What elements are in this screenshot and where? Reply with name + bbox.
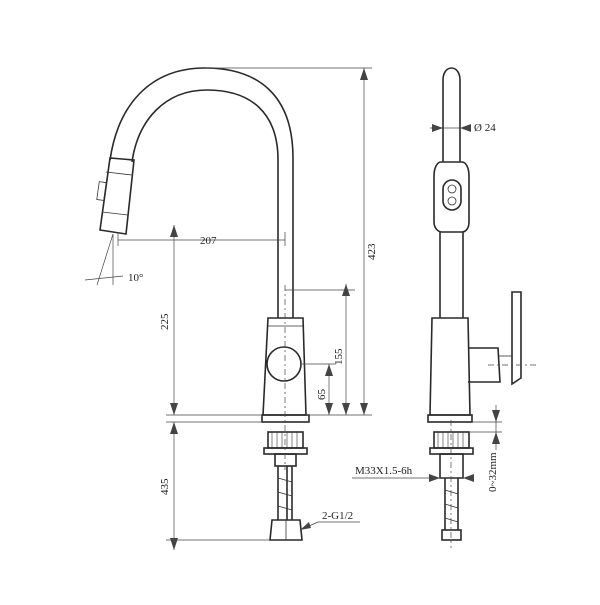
dim-155-label: 155 [333, 348, 345, 365]
spray-head-band [105, 171, 133, 176]
supply-hoses [277, 466, 293, 520]
dim-thread-label: M33X1.5-6h [355, 465, 413, 477]
dim-deck-arrow-bottom [492, 432, 500, 444]
side-handle-lever [468, 347, 501, 383]
side-spray-button [442, 179, 462, 211]
side-spout-tube [442, 67, 461, 162]
side-spray-button-dot-2 [447, 196, 457, 206]
dim-thread-arrow-right [463, 474, 474, 482]
spray-nozzle-line [84, 275, 124, 281]
deck-flange [261, 414, 310, 423]
dim-thread-arrow-left [429, 474, 440, 482]
side-spray-button-dot [447, 184, 457, 194]
dim-deck-label: 0~32mm [487, 452, 499, 492]
spray-angle-label: 10° [128, 272, 143, 284]
dim-423-label: 423 [366, 243, 378, 260]
inlet-leader-arrow [300, 522, 311, 530]
side-handle-stem [511, 291, 522, 386]
dim-diameter-arrow-right [460, 124, 471, 132]
side-dimensions: Ø 24 M33X1.5-6h 0~32mm [352, 122, 502, 492]
dim-155-arrow-bottom [342, 403, 350, 415]
dim-65-arrow-bottom [325, 403, 333, 415]
dim-225-arrow-bottom [170, 403, 178, 415]
side-nut-hatching [437, 432, 464, 448]
shank-thread [274, 453, 297, 467]
side-deck-flange [427, 414, 473, 423]
spray-head-band-2 [101, 211, 129, 216]
washer [263, 447, 308, 455]
side-hose-fitting [441, 529, 462, 541]
front-dimensions: 207 423 225 155 65 435 [117, 67, 378, 550]
handle-disc [266, 346, 302, 382]
dim-435-arrow-top [170, 422, 178, 434]
dim-423-arrow-top [360, 68, 368, 80]
side-washer [429, 447, 474, 455]
side-hoses [444, 478, 459, 530]
mounting-nut [267, 431, 304, 449]
dim-435-label: 435 [159, 478, 171, 495]
side-spray-head [433, 161, 470, 233]
dim-155-arrow-top [342, 284, 350, 296]
dim-diameter-arrow-left [432, 124, 443, 132]
mounting-nut-hatching [271, 432, 298, 448]
dim-207-label: 207 [200, 235, 217, 247]
hose-fittings [269, 519, 303, 541]
faucet-body [262, 317, 307, 416]
dim-225-label: 225 [159, 313, 171, 330]
dim-deck-arrow-top [492, 410, 500, 422]
side-shank [439, 453, 464, 479]
side-body [429, 317, 471, 416]
spray-head-button [96, 181, 107, 201]
dim-65-arrow-top [325, 364, 333, 376]
spout-inner-edge [131, 89, 279, 318]
dim-435-arrow-bottom [170, 538, 178, 550]
dim-423-arrow-bottom [360, 403, 368, 415]
spray-angle-line [96, 233, 114, 286]
front-view: 10° [84, 67, 310, 541]
side-mounting-nut [433, 431, 470, 449]
dim-225-arrow-top [170, 225, 178, 237]
spray-head [99, 157, 135, 235]
dim-65-label: 65 [316, 389, 328, 401]
side-view [427, 67, 536, 548]
dim-diameter-label: Ø 24 [474, 122, 496, 134]
inlet-thread-label: 2-G1/2 [322, 510, 353, 522]
